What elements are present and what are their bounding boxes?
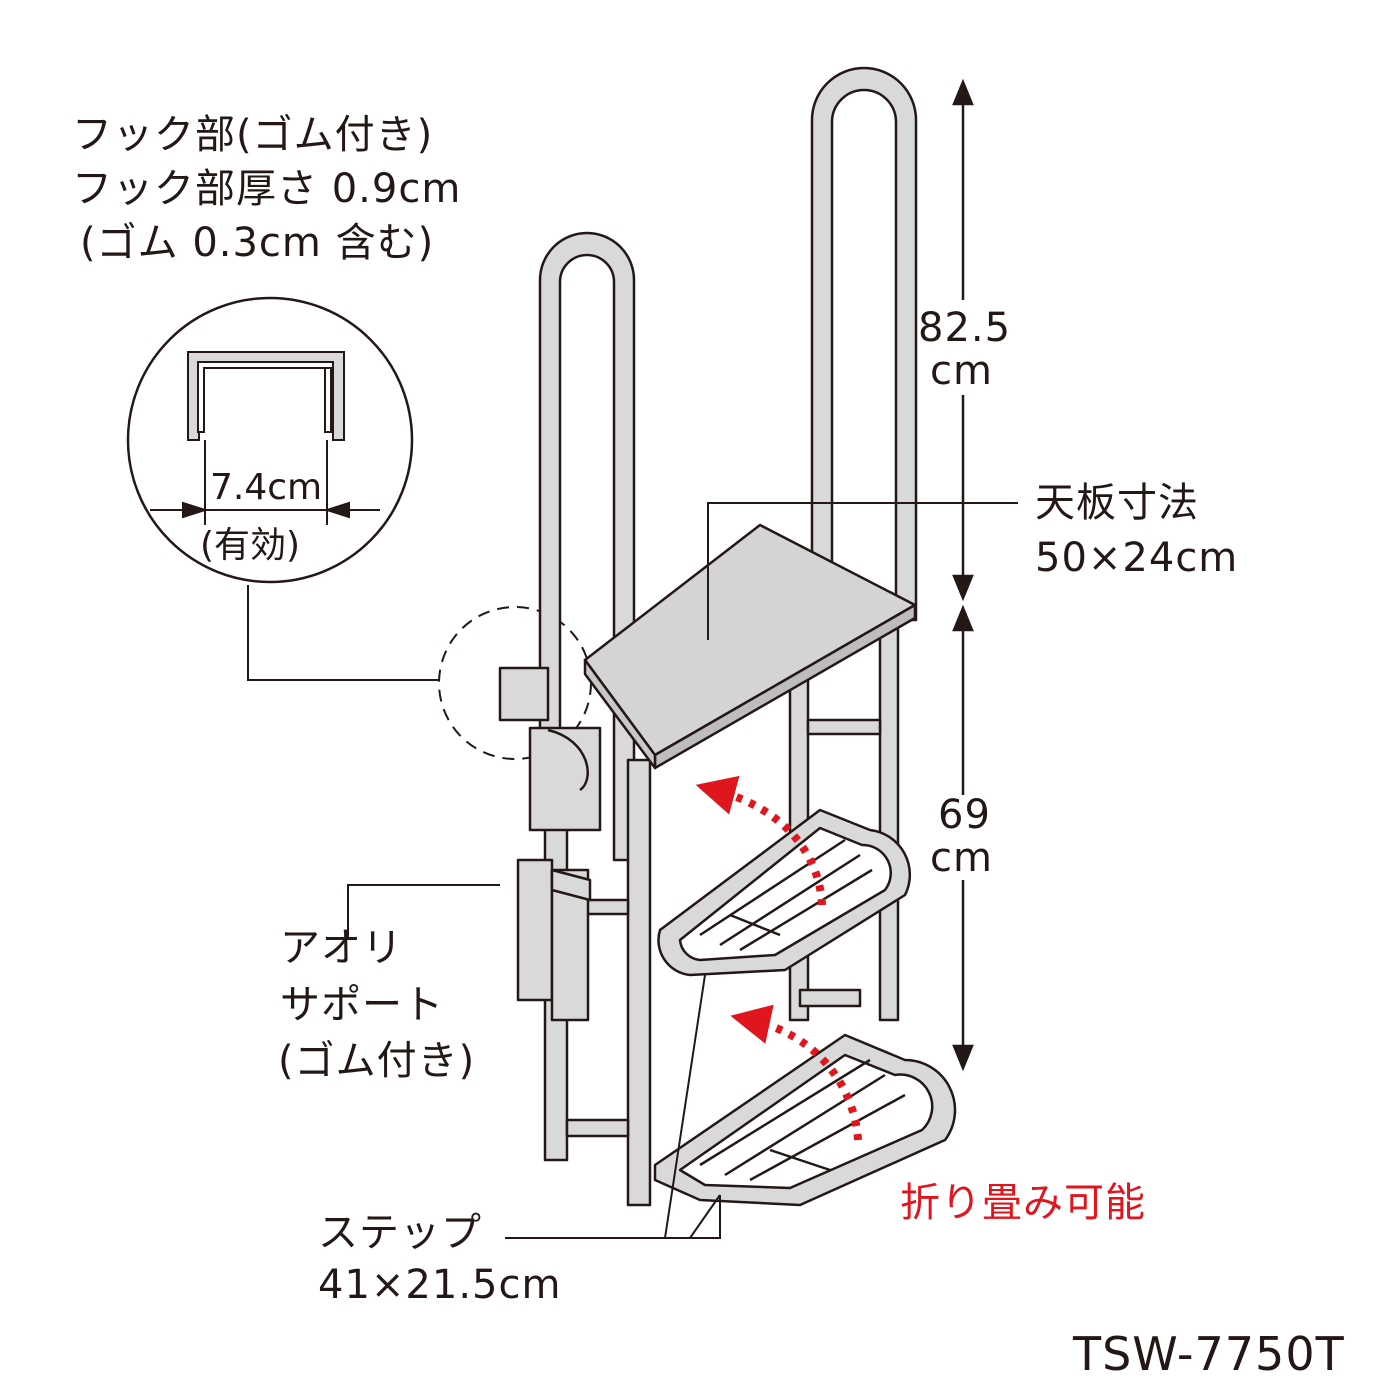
hook-width-note: (有効) [200, 525, 301, 566]
right-handrail [810, 66, 918, 622]
upper-step [657, 808, 912, 977]
support-label-line1: アオリ [280, 925, 403, 971]
upper-fold-arrow [695, 775, 826, 906]
model-number: TSW-7750T [1073, 1327, 1345, 1381]
lower-step [653, 1033, 957, 1207]
frame-height-unit: cm [930, 835, 993, 881]
step-label: ステップ [318, 1210, 482, 1256]
frame-height-value: 69 [938, 792, 991, 838]
fold-arrows [695, 775, 862, 1141]
top-board-label: 天板寸法 [1035, 480, 1199, 526]
hook-rubber-note: (ゴム 0.3cm 含む) [80, 220, 435, 266]
rail-height-value: 82.5 [918, 305, 1012, 351]
hook-block [498, 666, 602, 832]
top-board-leader [707, 502, 1018, 640]
leader-lines [347, 502, 1018, 1239]
step-leader [505, 1195, 721, 1239]
support-label-line3: (ゴム付き) [278, 1038, 476, 1084]
top-board-size: 50×24cm [1035, 535, 1239, 581]
hook-width-value: 7.4cm [210, 467, 323, 508]
hook-profile [187, 351, 345, 441]
hook-leader-line [247, 585, 440, 681]
hook-title: フック部(ゴム付き) [72, 112, 434, 158]
support-leader [347, 884, 500, 940]
ladder [498, 66, 957, 1207]
hook-detail [126, 296, 414, 584]
rail-height-unit: cm [930, 348, 993, 394]
lower-fold-arrow [730, 1004, 862, 1141]
height-dimensions [952, 78, 974, 1072]
left-handrail [538, 231, 636, 862]
foldable-note: 折り畳み可能 [900, 1180, 1146, 1226]
hook-width-dimension [150, 440, 380, 525]
support-label-line2: サポート [280, 982, 444, 1028]
hook-thickness: フック部厚さ 0.9cm [72, 166, 462, 212]
step-size: 41×21.5cm [318, 1262, 562, 1308]
support-bracket [516, 858, 592, 1022]
